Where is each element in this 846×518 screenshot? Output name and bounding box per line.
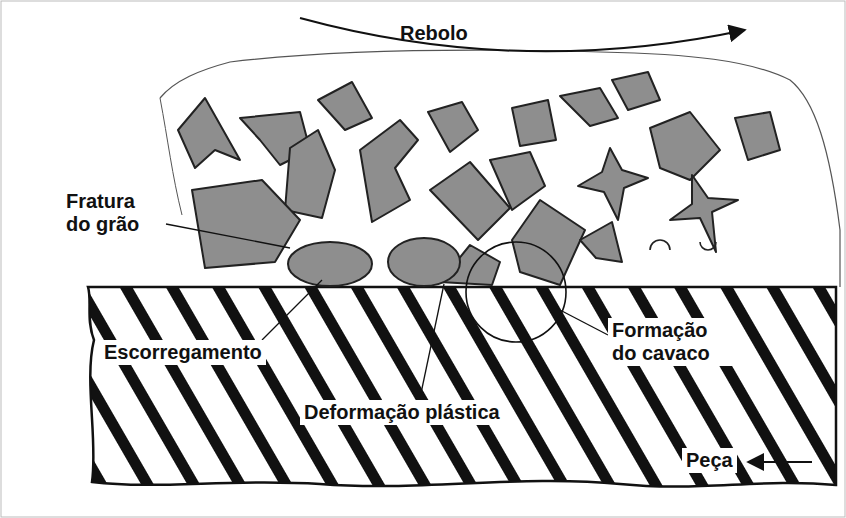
workpiece-outline [88,287,836,487]
callout-label: Deformação plástica [300,400,504,425]
callout-label: Escorregamento [100,340,266,365]
leader-lines [166,224,608,398]
wheel-outline [160,98,182,215]
wheel-outline [160,50,840,287]
workpiece-hatching [80,280,846,500]
rotation-arrow [300,18,745,51]
part-name: Peça [682,448,737,473]
abrasive-grains [178,72,780,286]
leader-arrow [748,461,812,463]
callout-label: Formação do cavaco [608,318,734,366]
part-name: Rebolo [400,22,468,45]
detail-circle [466,242,566,342]
callout-label: Fratura do grão [66,190,164,236]
chip-fragments [650,240,716,250]
